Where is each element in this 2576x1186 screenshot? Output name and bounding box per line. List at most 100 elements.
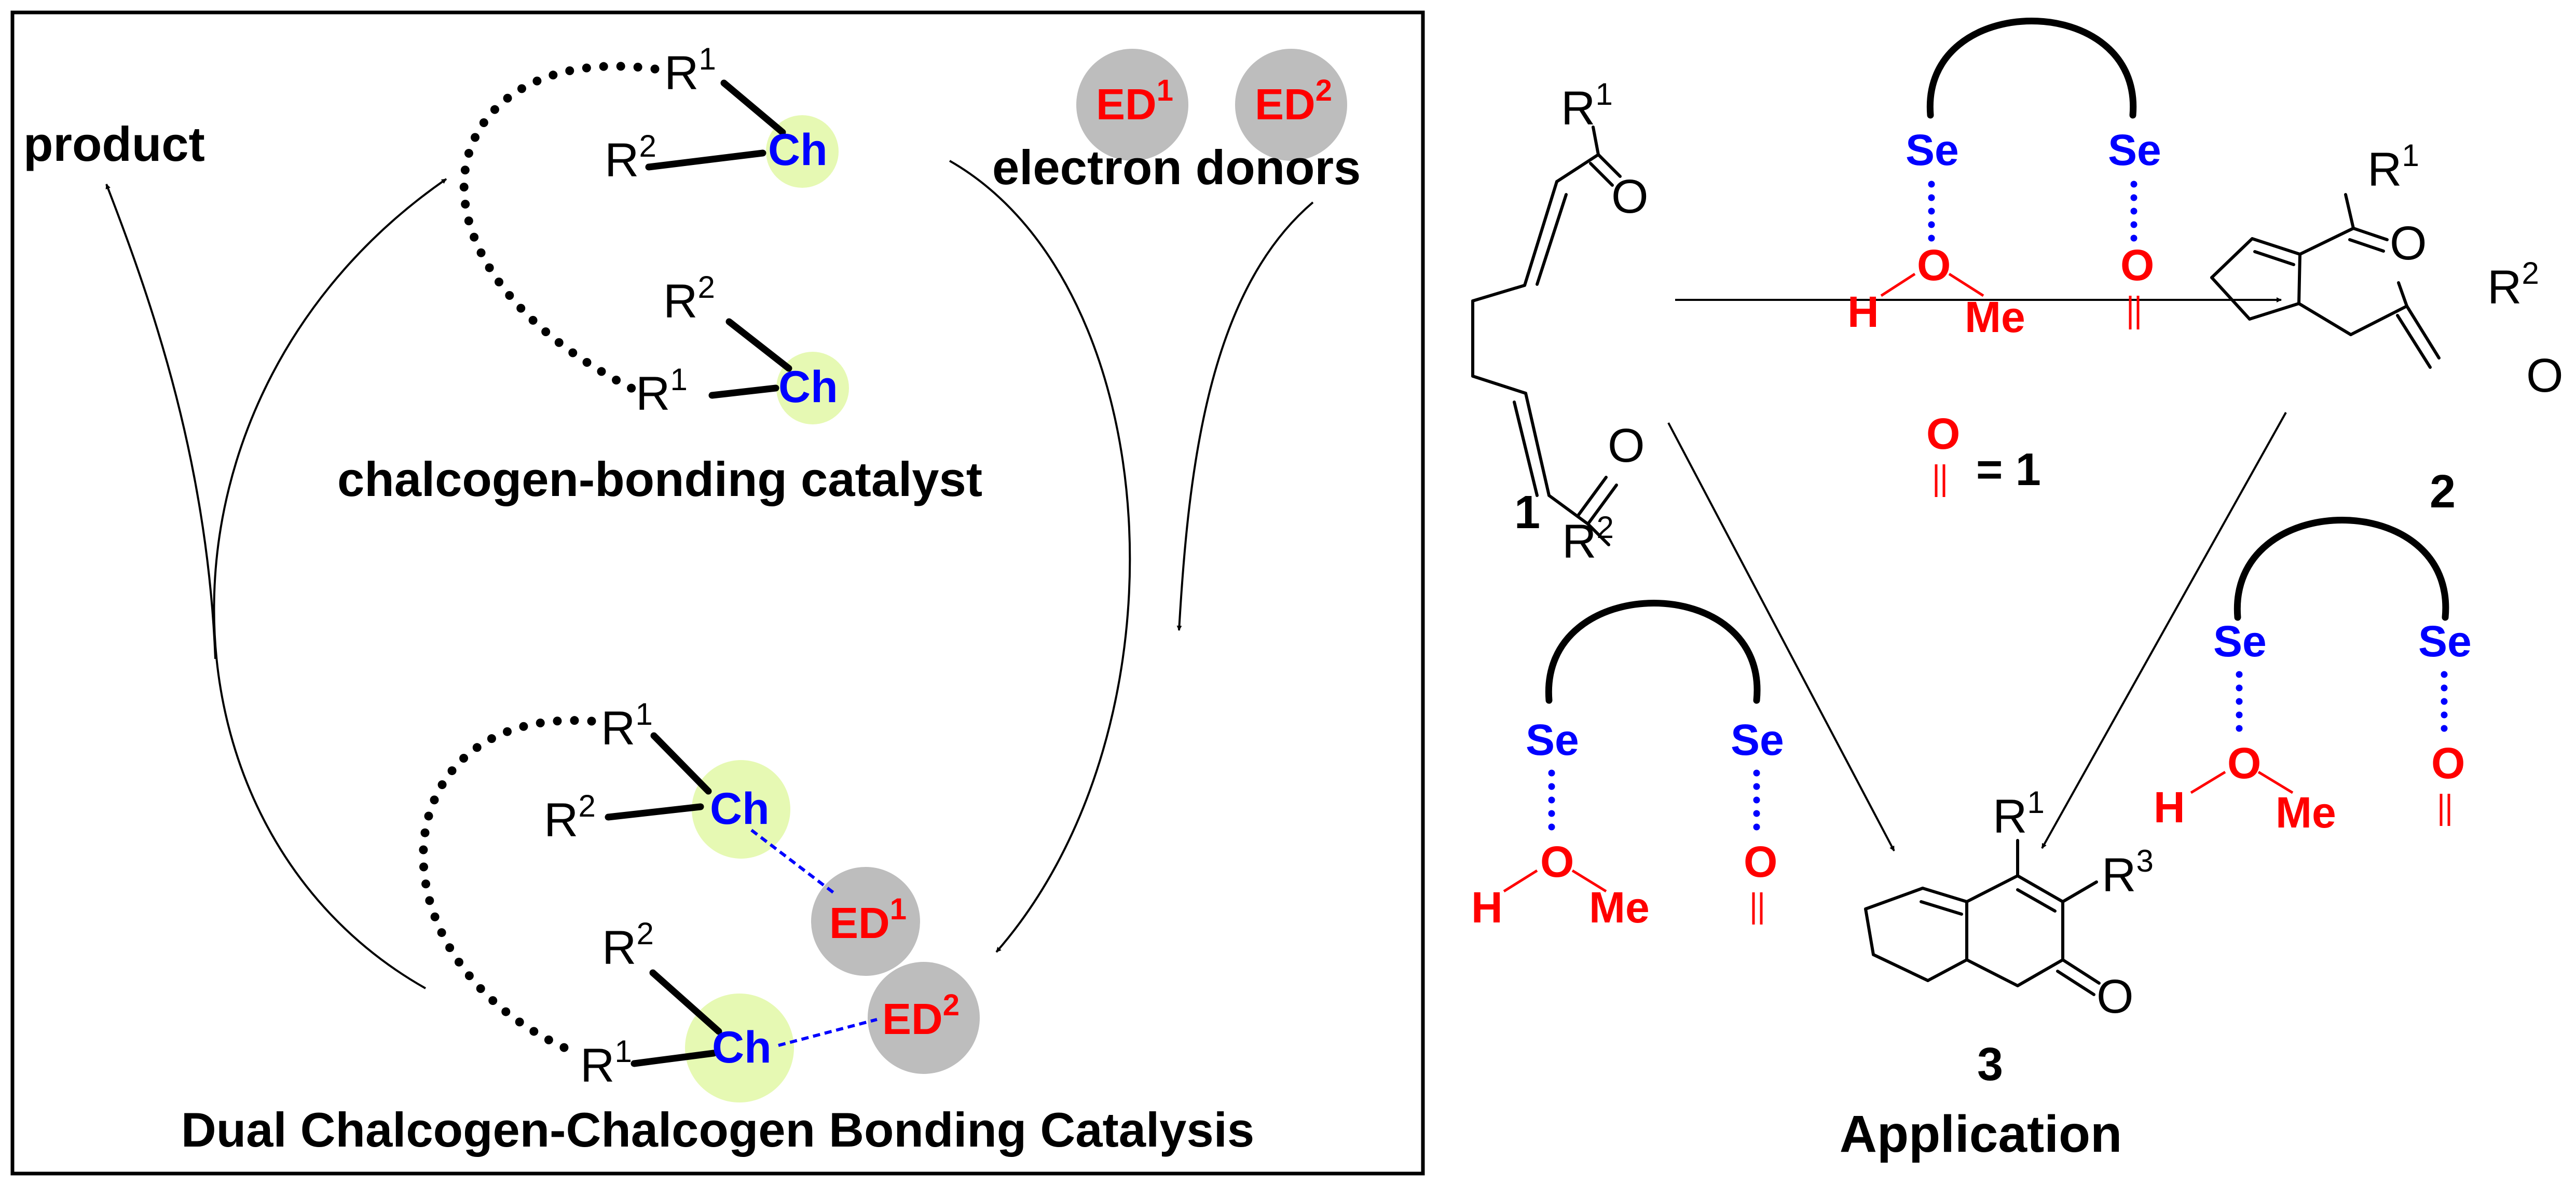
catalyst-top: R1 R2 Ch R2 R1 Ch (459, 42, 849, 424)
bond (725, 318, 792, 372)
bond (1571, 869, 1607, 893)
oxygen-atom: O (1744, 837, 1777, 886)
bond (645, 149, 766, 171)
r1-label: R1 (1561, 77, 1613, 135)
bond (1524, 392, 1551, 497)
hydrogen-atom: H (2154, 783, 2185, 832)
catalyst-tether (419, 716, 596, 1055)
r1-label: R1 (1993, 785, 2045, 843)
arrow-donors-in (1176, 201, 1314, 631)
bond (2257, 770, 2294, 794)
catalyst-above-arrow: Se Se O H Me O (1847, 18, 2161, 341)
catalyst-backbone (2234, 517, 2449, 621)
bond (1864, 887, 1924, 911)
catalyst-backbone (1545, 600, 1761, 704)
bond (2210, 276, 2251, 321)
arrow-catalyst-to-complex (949, 160, 1131, 953)
ed-circle (811, 867, 920, 976)
catalyst-right-of-3: Se Se O H Me O (2154, 517, 2472, 837)
bond (2056, 970, 2095, 996)
bond (1948, 272, 1984, 297)
bond (720, 79, 786, 136)
bond (2016, 874, 2064, 903)
r3-label: R3 (2102, 844, 2154, 902)
r1-label: R1 (2367, 138, 2419, 196)
bond (1965, 874, 2019, 903)
catalyst-left-of-3: Se Se O H Me O (1471, 600, 1784, 932)
r2-label: R2 (1562, 510, 1614, 568)
product-label: product (23, 117, 205, 171)
r1-label: R1 (601, 697, 653, 755)
ed2-label: ED2 (882, 988, 960, 1043)
footer-title: Dual Chalcogen-Chalcogen Bonding Catalys… (181, 1102, 1254, 1157)
ed-circle (1076, 49, 1188, 161)
bond (2348, 238, 2385, 253)
ed-circle (1235, 49, 1347, 161)
oxygen-atom: O (1926, 409, 1960, 458)
methyl-label: Me (2276, 788, 2336, 837)
arrow-1-to-3 (1667, 422, 1895, 851)
r1-label: R1 (580, 1034, 632, 1092)
bond (2344, 193, 2355, 230)
se-atom: Se (2213, 617, 2267, 666)
bond (1523, 180, 1558, 287)
bond (2297, 302, 2352, 336)
substrate-legend: O = 1 (1926, 409, 2041, 497)
oxygen-atom: O (2431, 739, 2465, 788)
arrow-catalyst-regeneration (213, 178, 447, 989)
bond (1471, 375, 1527, 395)
catalyst-tether (459, 62, 660, 396)
bond (2352, 227, 2389, 241)
application-label: Application (1840, 1105, 2122, 1163)
electron-donors: ED1 ED2 (1076, 49, 1347, 161)
chalcogen-bond (778, 1018, 878, 1047)
r1-label: R1 (664, 42, 716, 100)
compound-3-structure: R1 R3 O (1864, 785, 2154, 1023)
ed1-label: ED1 (829, 892, 907, 947)
catalyst-backbone (1926, 18, 2137, 119)
compound-2-label: 2 (2430, 466, 2456, 518)
catalyst-label: chalcogen-bonding catalyst (337, 452, 982, 506)
bond (2397, 281, 2408, 308)
bond (2405, 305, 2441, 360)
bond (1513, 401, 1539, 497)
bond (1926, 958, 1968, 982)
ch-highlight (685, 994, 794, 1102)
bond (1921, 887, 1968, 903)
ed-circle (868, 962, 980, 1074)
carbonyl-o: O (1608, 419, 1645, 472)
ch-atom: Ch (778, 362, 838, 412)
bond (2016, 958, 2064, 987)
ch-highlight (692, 760, 790, 859)
bond (1503, 869, 1538, 893)
bond (1555, 153, 1600, 183)
se-atom: Se (1731, 715, 1784, 764)
donors-label: electron donors (992, 140, 1361, 195)
se-atom: Se (1906, 126, 1959, 174)
left-panel-frame (10, 10, 1425, 1176)
bond (1592, 126, 1600, 156)
hydrogen-atom: H (1471, 883, 1503, 932)
bond (2248, 302, 2300, 321)
se-atom: Se (2108, 126, 2161, 174)
bond (1965, 958, 2019, 987)
arrow-to-product (105, 184, 216, 659)
equals-1-label: = 1 (1976, 444, 2041, 495)
compound-1-structure: R1 O O R2 (1471, 77, 1649, 568)
bond (2396, 314, 2432, 369)
oxygen-atom: O (1917, 241, 1951, 289)
bond (1576, 476, 1608, 518)
ed1-label: ED1 (1096, 74, 1173, 129)
bond (1586, 522, 1610, 546)
bond (1547, 494, 1590, 526)
arrow-2-to-3 (2041, 412, 2287, 849)
catalyst-donor-complex: R1 R2 Ch ED1 R2 R1 Ch ED2 (419, 697, 980, 1102)
compound-1-label: 1 (1514, 487, 1540, 539)
r2-label: R2 (605, 129, 656, 187)
oxygen-atom: O (2120, 241, 2154, 289)
methyl-label: Me (1589, 883, 1650, 932)
bond (650, 732, 712, 795)
ch-highlight (776, 352, 849, 424)
bond (1471, 284, 1526, 302)
